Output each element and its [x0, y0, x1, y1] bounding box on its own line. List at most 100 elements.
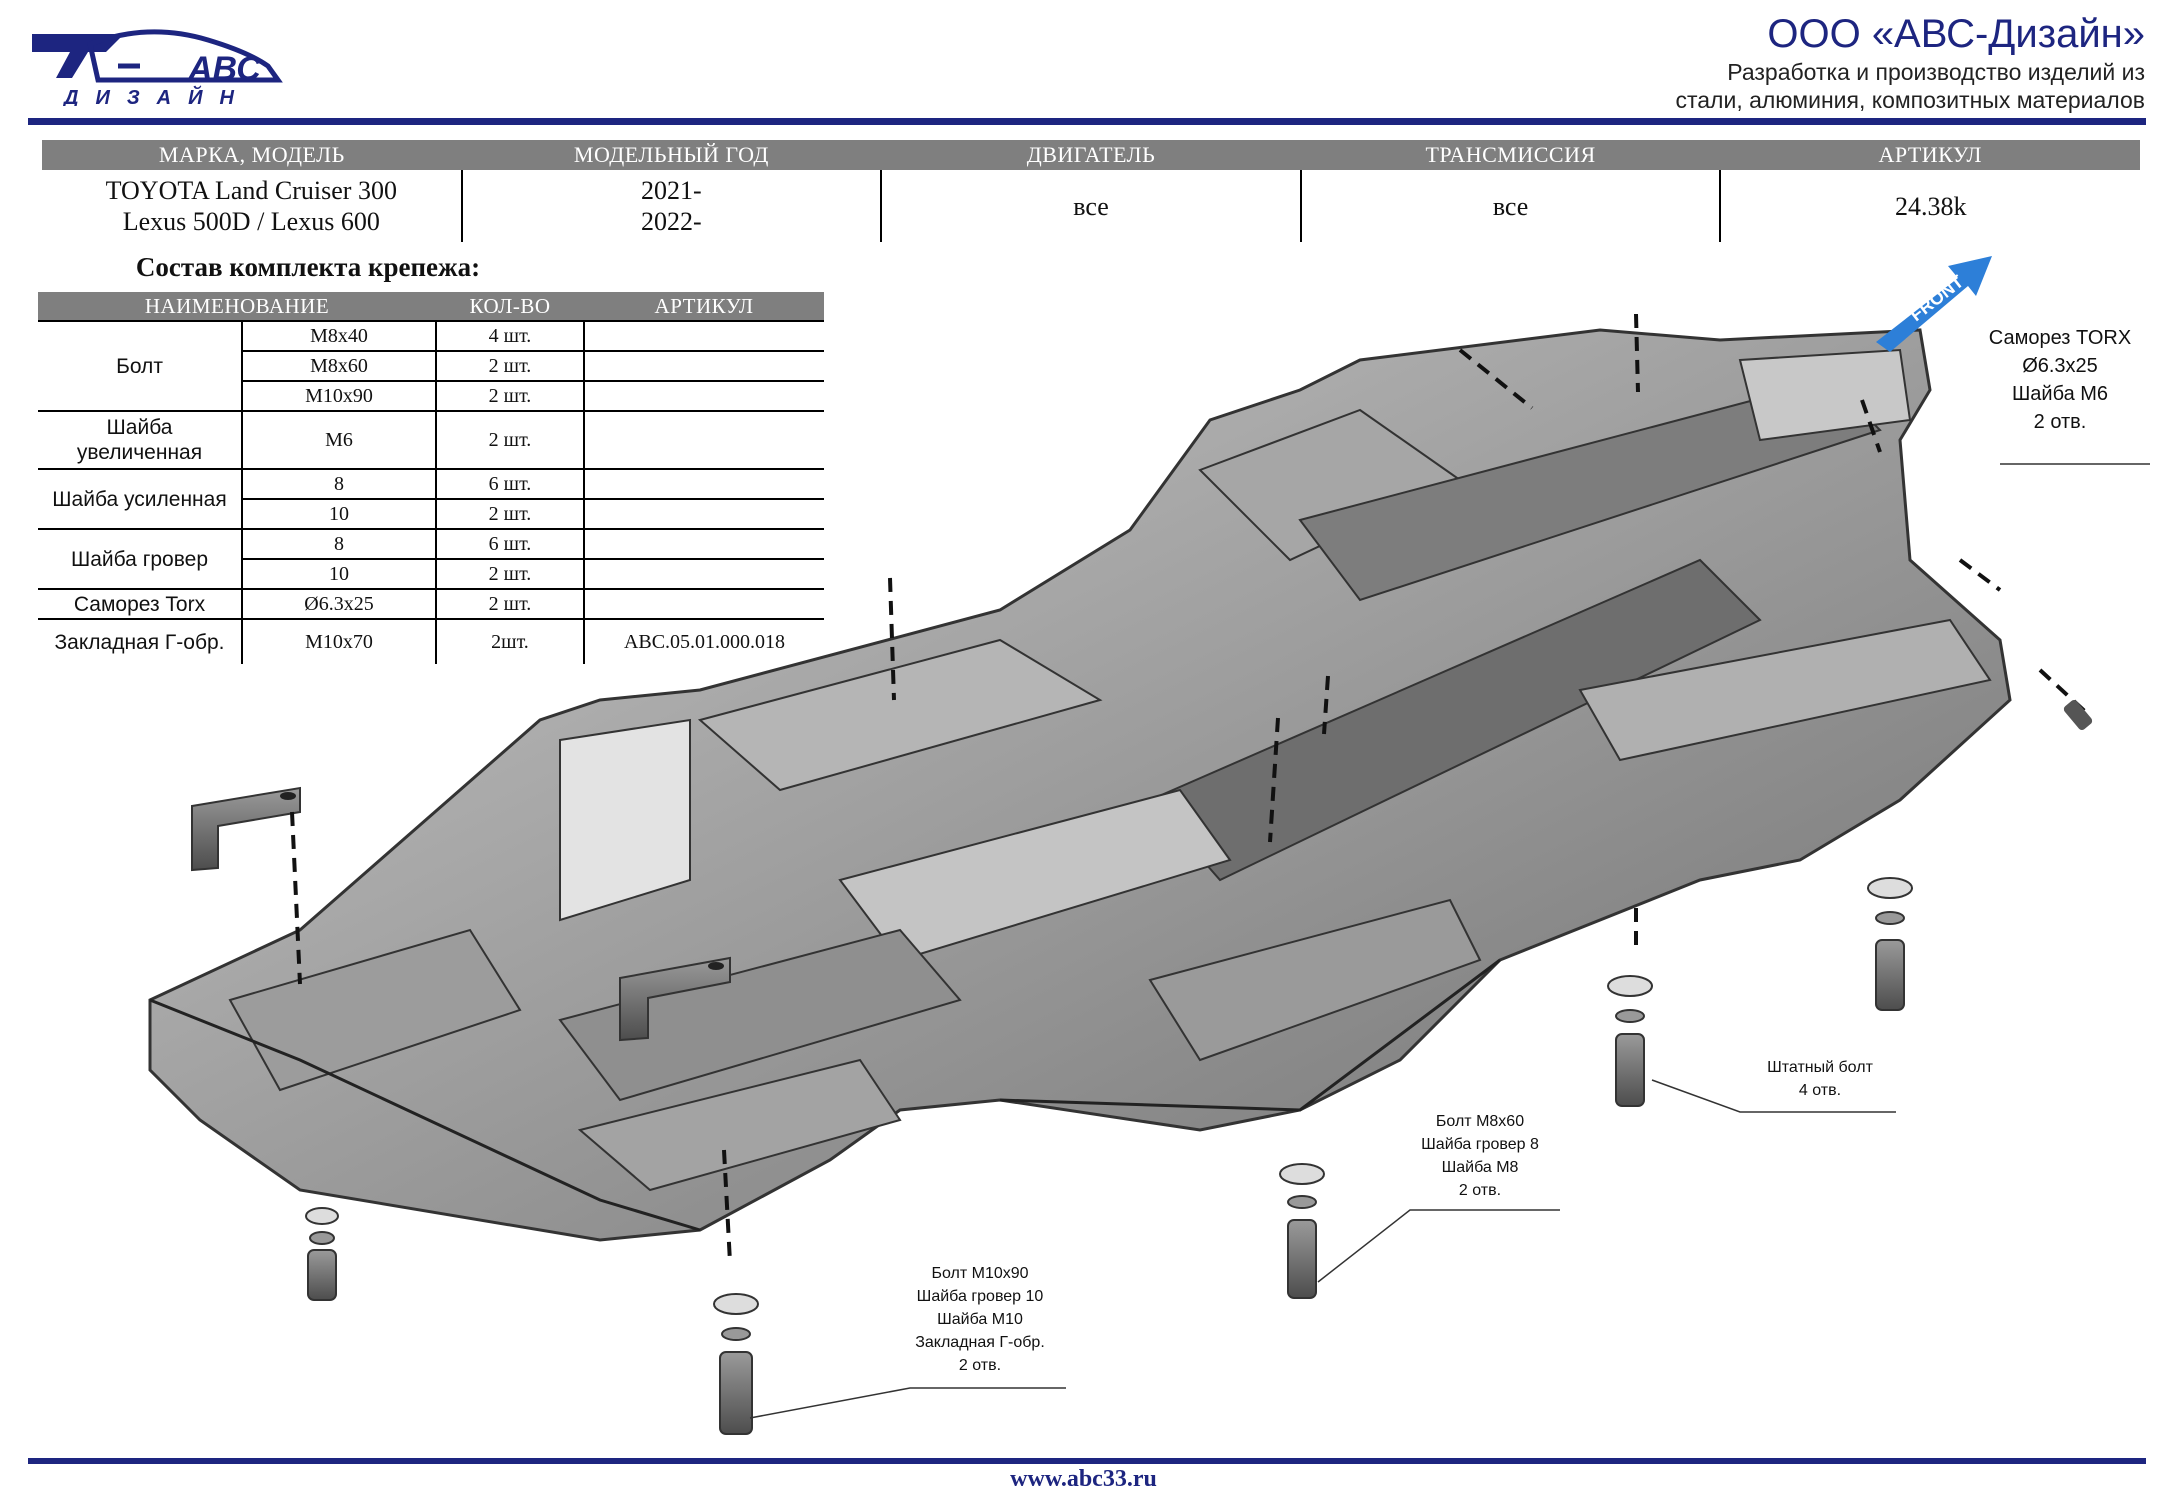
kit-item-qty: 2 шт. — [435, 588, 584, 619]
kit-item-size: M8x40 — [241, 320, 436, 351]
kit-row: Шайба гровер 8 6 шт. — [38, 528, 824, 589]
kit-item-size: M6 — [241, 410, 436, 469]
kit-item-name-line1: Шайба — [106, 416, 173, 439]
kit-row: 10 2 шт. — [38, 498, 824, 529]
callout-m10-line1: Болт M10x90 — [931, 1265, 1029, 1282]
kit-item-qty: 2 шт. — [435, 380, 584, 411]
callout-standard-line1: Штатный болт — [1767, 1059, 1873, 1076]
kit-item-article — [583, 380, 824, 411]
spec-header-model: МАРКА, МОДЕЛЬ — [42, 140, 462, 170]
spec-header-engine: ДВИГАТЕЛЬ — [881, 140, 1301, 170]
kit-row: M8x60 2 шт. — [38, 350, 824, 381]
callout-m10-line2: Шайба гровер 10 — [916, 1288, 1044, 1305]
kit-header-name: НАИМЕНОВАНИЕ — [38, 292, 436, 321]
spec-article: 24.38k — [1719, 170, 2140, 242]
spec-header-transmission: ТРАНСМИССИЯ — [1300, 140, 1721, 170]
bolt-stack-1 — [305, 1207, 339, 1301]
kit-header-article: АРТИКУЛ — [584, 292, 824, 321]
spec-engine: все — [880, 170, 1301, 242]
kit-header-qty: КОЛ-ВО — [436, 292, 584, 321]
kit-item-name: Болт — [38, 320, 242, 411]
company-tagline-2: стали, алюминия, композитных материалов — [1675, 87, 2145, 113]
kit-item-qty: 2 шт. — [435, 558, 584, 589]
kit-item-article — [583, 410, 824, 469]
kit-row: Шайба увеличенная M6 2 шт. — [38, 410, 824, 469]
company-info: ООО «АВС-Дизайн» Разработка и производст… — [1675, 10, 2145, 114]
company-tagline-1: Разработка и производство изделий из — [1727, 59, 2145, 85]
company-logo: АВС ДИЗАЙН — [28, 22, 288, 109]
bolt-stack-5 — [1867, 877, 1913, 1011]
kit-item-qty: 6 шт. — [435, 528, 584, 559]
callout-m8-bolt: Болт M8x60 Шайба гровер 8 Шайба M8 2 отв… — [1380, 1110, 1580, 1202]
kit-title: Состав комплекта крепежа: — [135, 252, 481, 282]
kit-item-qty: 2 шт. — [435, 410, 584, 469]
callout-standard-bolt: Штатный болт 4 отв. — [1720, 1056, 1920, 1102]
kit-row: Закладная Г-обр. M10x70 2шт. ABC.05.01.0… — [38, 618, 824, 664]
kit-item-name: Закладная Г-обр. — [38, 618, 242, 664]
spec-header-article: АРТИКУЛ — [1720, 140, 2140, 170]
spec-year-line2: 2022- — [641, 207, 702, 236]
spec-year: 2021- 2022- — [460, 170, 882, 242]
fastener-kit-table: НАИМЕНОВАНИЕ КОЛ-ВО АРТИКУЛ Болт M8x40 4… — [38, 292, 824, 664]
kit-item-size: 10 — [241, 498, 436, 529]
kit-item-article — [583, 528, 824, 559]
bolt-stack-2 — [713, 1293, 759, 1435]
torx-screw — [2063, 700, 2093, 730]
callout-m8-line2: Шайба гровер 8 — [1421, 1136, 1539, 1153]
kit-item-size: 8 — [241, 468, 436, 499]
company-name: ООО «АВС-Дизайн» — [1767, 12, 2145, 56]
kit-row: Саморез Torx Ø6.3x25 2 шт. — [38, 588, 824, 619]
kit-item-qty: 6 шт. — [435, 468, 584, 499]
logo-text-top: АВС — [187, 50, 261, 88]
bolt-stack-4 — [1607, 975, 1653, 1107]
kit-item-article — [583, 350, 824, 381]
logo-text-bottom: ДИЗАЙН — [62, 85, 251, 106]
callout-m8-line3: Шайба M8 — [1441, 1159, 1519, 1176]
kit-item-size: Ø6.3x25 — [241, 588, 436, 619]
front-label: FRONT — [1906, 271, 1967, 325]
kit-item-article — [583, 498, 824, 529]
kit-item-qty: 2 шт. — [435, 350, 584, 381]
callout-m10-bolt: Болт M10x90 Шайба гровер 10 Шайба M10 За… — [880, 1262, 1080, 1377]
website-link[interactable]: www.abc33.ru — [1010, 1466, 1157, 1492]
callout-torx-line2: Ø6.3x25 — [2022, 355, 2098, 377]
kit-item-size: M10x90 — [241, 380, 436, 411]
kit-item-name: Шайба увеличенная — [38, 410, 242, 469]
l-bracket-center — [619, 956, 731, 1042]
callout-torx: Саморез TORX Ø6.3x25 Шайба M6 2 отв. — [1960, 324, 2160, 436]
kit-header-row: НАИМЕНОВАНИЕ КОЛ-ВО АРТИКУЛ — [38, 292, 824, 321]
kit-item-name: Шайба гровер — [38, 528, 242, 589]
kit-item-size: 8 — [241, 528, 436, 559]
spec-header-row: МАРКА, МОДЕЛЬ МОДЕЛЬНЫЙ ГОД ДВИГАТЕЛЬ ТР… — [42, 140, 2140, 170]
callout-m10-line3: Шайба M10 — [937, 1311, 1023, 1328]
leader-lines — [749, 463, 2150, 1419]
kit-item-article — [583, 468, 824, 499]
l-bracket-left — [191, 786, 301, 872]
kit-item-name: Саморез Torx — [38, 588, 242, 619]
callout-torx-line1: Саморез TORX — [1988, 327, 2132, 349]
header-divider — [28, 118, 2146, 125]
spec-model: TOYOTA Land Cruiser 300 Lexus 500D / Lex… — [42, 170, 462, 242]
kit-item-size: M8x60 — [241, 350, 436, 381]
callout-m10-line4: Закладная Г-обр. — [915, 1334, 1045, 1351]
logo-graphic: АВС ДИЗАЙН — [32, 29, 283, 109]
callout-m8-line1: Болт M8x60 — [1435, 1113, 1525, 1130]
spec-model-line1: TOYOTA Land Cruiser 300 — [105, 176, 397, 205]
kit-item-article: ABC.05.01.000.018 — [583, 618, 824, 664]
kit-item-qty: 4 шт. — [435, 320, 584, 351]
kit-row: M10x90 2 шт. — [38, 380, 824, 411]
footer-divider — [28, 1458, 2146, 1464]
kit-row: Шайба усиленная 8 6 шт. — [38, 468, 824, 529]
callout-standard-line2: 4 отв. — [1798, 1082, 1842, 1099]
callout-torx-line3: Шайба M6 — [2011, 383, 2109, 405]
callout-m10-line5: 2 отв. — [958, 1357, 1002, 1374]
kit-item-size: M10x70 — [241, 618, 436, 664]
kit-item-article — [583, 320, 824, 351]
kit-row: 10 2 шт. — [38, 558, 824, 589]
kit-item-article — [583, 588, 824, 619]
callout-m8-line4: 2 отв. — [1458, 1182, 1502, 1199]
bolt-stack-3 — [1279, 1163, 1325, 1299]
spec-transmission: все — [1299, 170, 1721, 242]
assembly-lines — [290, 313, 2092, 1263]
